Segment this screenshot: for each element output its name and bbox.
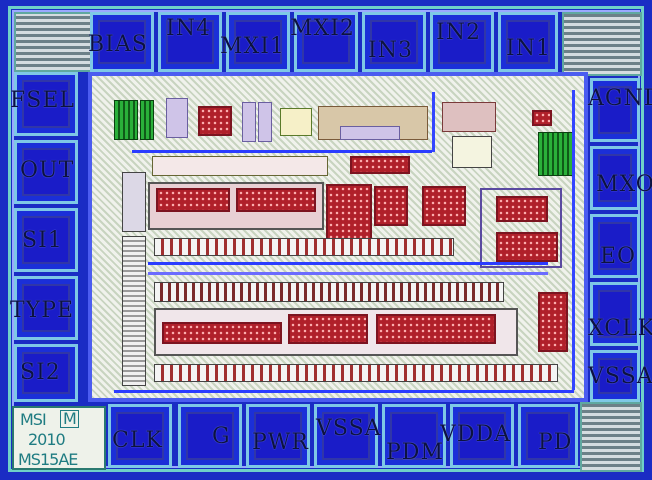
pad-label: SI1 (22, 228, 63, 253)
resistor-block (166, 98, 188, 138)
capacitor-array (532, 110, 552, 126)
pad-top-6 (430, 12, 494, 72)
resistor-block (340, 126, 400, 140)
pad-label: FSEL (10, 88, 76, 113)
capacitor-array (496, 196, 548, 222)
pad-right-3 (590, 214, 640, 278)
pad-label: IN4 (166, 16, 211, 41)
metal-wire (572, 90, 575, 390)
outer-seal-ring (8, 6, 644, 472)
metal-wire (148, 262, 548, 265)
pad-top-1 (90, 12, 154, 72)
pad-left-3 (14, 208, 78, 272)
capacitor-array (236, 188, 316, 212)
pad-label: PWR (252, 430, 309, 455)
metal-wire (114, 390, 574, 393)
logo-stamp: MSI M 2010 MS15AE (12, 406, 106, 470)
pad-top-4 (294, 12, 358, 72)
pad-right-2 (590, 146, 640, 210)
standard-cell-row (154, 238, 454, 256)
resistor-block (242, 102, 256, 142)
pad-label: MXI2 (290, 16, 355, 41)
capacitor-array (350, 156, 410, 174)
pad-label: IN1 (506, 36, 551, 61)
pad-top-5 (362, 12, 426, 72)
capacitor-array (288, 314, 368, 344)
pad-label: MXO (596, 172, 652, 197)
pad-label: CLK (112, 428, 163, 453)
capacitor-array (376, 314, 496, 344)
capacitor-array (422, 186, 466, 226)
pad-label: VSSA (316, 416, 382, 441)
pad-bottom-1 (108, 404, 172, 468)
pad-bottom-5 (382, 404, 446, 468)
pad-label: BIAS (88, 32, 148, 57)
metal-wire (148, 272, 548, 275)
analog-block (480, 188, 562, 268)
capacitor-array (326, 184, 372, 244)
pad-left-1 (14, 72, 78, 136)
resistor-block (258, 102, 272, 142)
corner-pad-top-right (562, 12, 642, 76)
capacitor-array (538, 292, 568, 352)
pad-left-2 (14, 140, 78, 204)
standard-cell-row (152, 156, 328, 176)
logic-cell (452, 136, 492, 168)
logic-cell (280, 108, 312, 136)
standard-cell-row (154, 282, 504, 302)
logo-text: MS15AE (18, 450, 78, 469)
pad-bottom-6 (450, 404, 514, 468)
metal-wire (432, 92, 435, 152)
pad-right-4 (590, 282, 640, 346)
logo-text: 2010 (28, 430, 66, 449)
pad-top-3 (226, 12, 290, 72)
pad-label: VDDA (440, 422, 512, 447)
capacitor-array (162, 322, 282, 344)
pad-label: XCLK (588, 316, 652, 341)
decoder-column (122, 236, 146, 386)
pad-bottom-4 (314, 404, 378, 468)
pad-bottom-3 (246, 404, 310, 468)
transistor-array (114, 100, 138, 140)
capacitor-array (198, 106, 232, 136)
pad-label: IN3 (368, 38, 413, 63)
transistor-array (140, 100, 154, 140)
transistor-array (538, 132, 574, 176)
pad-label: G (212, 424, 231, 449)
corner-pad-top-left (14, 12, 92, 72)
pad-bottom-7 (518, 404, 578, 468)
metal-wire (132, 150, 432, 153)
pad-label: PDM (386, 440, 444, 465)
pad-left-4 (14, 276, 78, 340)
logo-text: M (60, 410, 79, 428)
pad-left-5 (14, 344, 78, 402)
pad-label: IN2 (436, 20, 481, 45)
pad-top-7 (498, 12, 558, 72)
pad-label: TYPE (10, 298, 75, 323)
standard-cell-row (154, 364, 558, 382)
logo-text: MSI (20, 410, 47, 429)
pad-bottom-2 (178, 404, 242, 468)
pad-label: EO (600, 244, 637, 269)
capacitor-array (496, 232, 558, 262)
pad-label: VSSA (588, 364, 652, 389)
analog-block (442, 102, 496, 132)
pad-right-5 (590, 350, 640, 402)
pad-label: OUT (20, 158, 75, 183)
pad-label: MXI1 (220, 34, 285, 59)
pad-top-2 (158, 12, 222, 72)
pad-label: SI2 (20, 360, 61, 385)
capacitor-array (374, 186, 408, 226)
capacitor-array (156, 188, 230, 212)
corner-pad-bottom-right (580, 402, 642, 472)
pad-label: AGND (588, 86, 652, 111)
pad-right-1 (590, 78, 640, 142)
bias-block (122, 172, 146, 232)
pad-label: PD (538, 430, 573, 455)
core-area (88, 72, 588, 402)
